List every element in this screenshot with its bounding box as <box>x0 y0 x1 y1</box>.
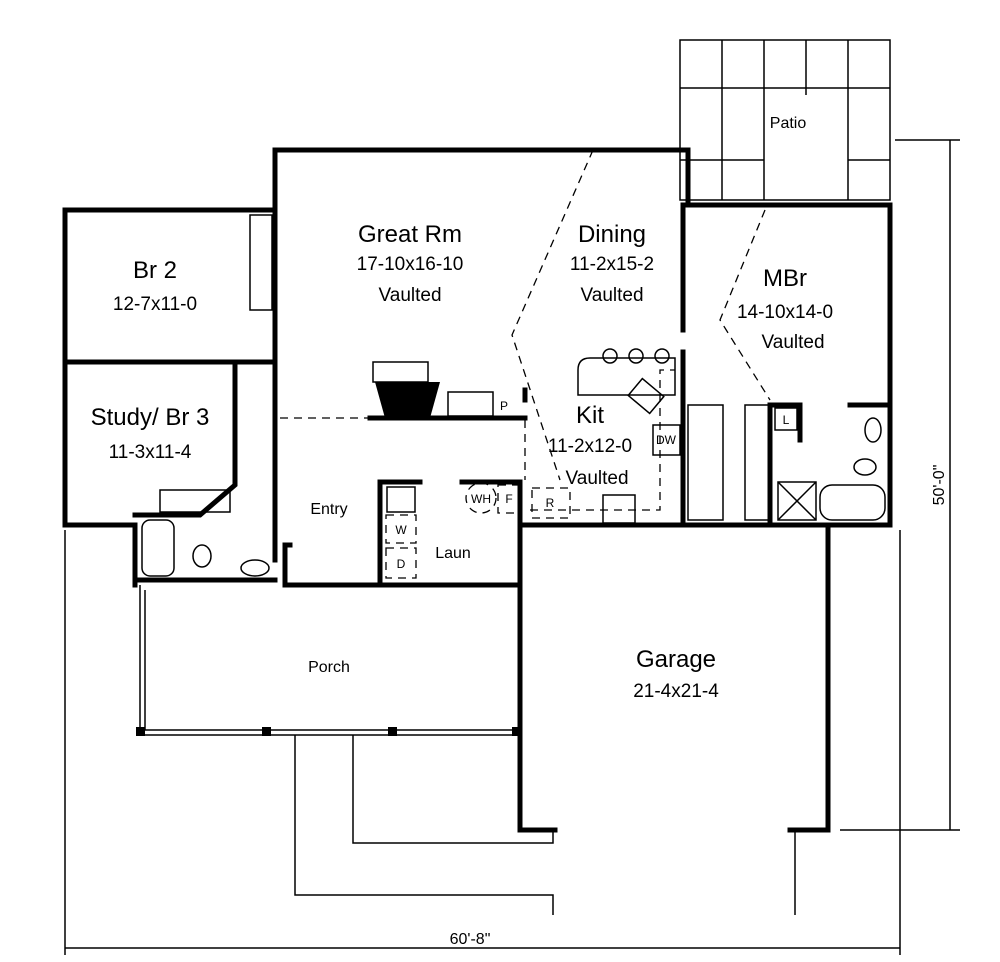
study-size: 11-3x11-4 <box>109 442 192 463</box>
garage-size: 21-4x21-4 <box>633 681 719 702</box>
freezer-label: F <box>505 492 512 506</box>
great-room-note: Vaulted <box>378 285 441 306</box>
kitchen-size: 11-2x12-0 <box>548 436 632 457</box>
washer-label: W <box>395 523 407 537</box>
master-bedroom-size: 14-10x14-0 <box>737 302 833 323</box>
great-room-label: Great Rm <box>358 221 462 248</box>
patio-label: Patio <box>770 115 807 132</box>
kitchen-label: Kit <box>576 402 604 429</box>
kitchen-counter <box>577 348 676 524</box>
dining-size: 11-2x15-2 <box>570 254 654 275</box>
patio-grid <box>679 39 891 201</box>
master-bedroom-label: MBr <box>763 265 807 292</box>
study-label: Study/ Br 3 <box>91 404 210 431</box>
bedroom-2-size: 12-7x11-0 <box>113 294 197 315</box>
dining-note: Vaulted <box>580 285 643 306</box>
dining-label: Dining <box>578 221 646 248</box>
vault-lines <box>280 149 771 511</box>
linen-label: L <box>783 413 790 427</box>
laundry-label: Laun <box>435 545 471 562</box>
closets <box>159 214 771 521</box>
width-dimension: 60'-8" <box>450 931 491 948</box>
kitchen-note: Vaulted <box>565 468 628 489</box>
pantry-label: P <box>500 399 508 413</box>
dryer-label: D <box>397 557 406 571</box>
bedroom-2-label: Br 2 <box>133 257 177 284</box>
walkway <box>294 735 796 915</box>
garage-label: Garage <box>636 646 716 673</box>
entry-label: Entry <box>310 501 347 518</box>
fireplace <box>372 361 440 418</box>
depth-dimension: 50'-0" <box>931 465 948 506</box>
great-room-size: 17-10x16-10 <box>357 254 464 275</box>
bath-fixtures <box>141 417 886 577</box>
water-heater-label: WH <box>471 492 491 506</box>
appliances <box>385 407 798 579</box>
dishwasher-label: DW <box>656 433 677 447</box>
porch-label: Porch <box>308 659 350 676</box>
walls <box>62 147 893 833</box>
porch-outline <box>136 585 521 736</box>
master-bedroom-note: Vaulted <box>761 332 824 353</box>
refrigerator-label: R <box>546 496 555 510</box>
dimension-lines <box>64 139 960 955</box>
